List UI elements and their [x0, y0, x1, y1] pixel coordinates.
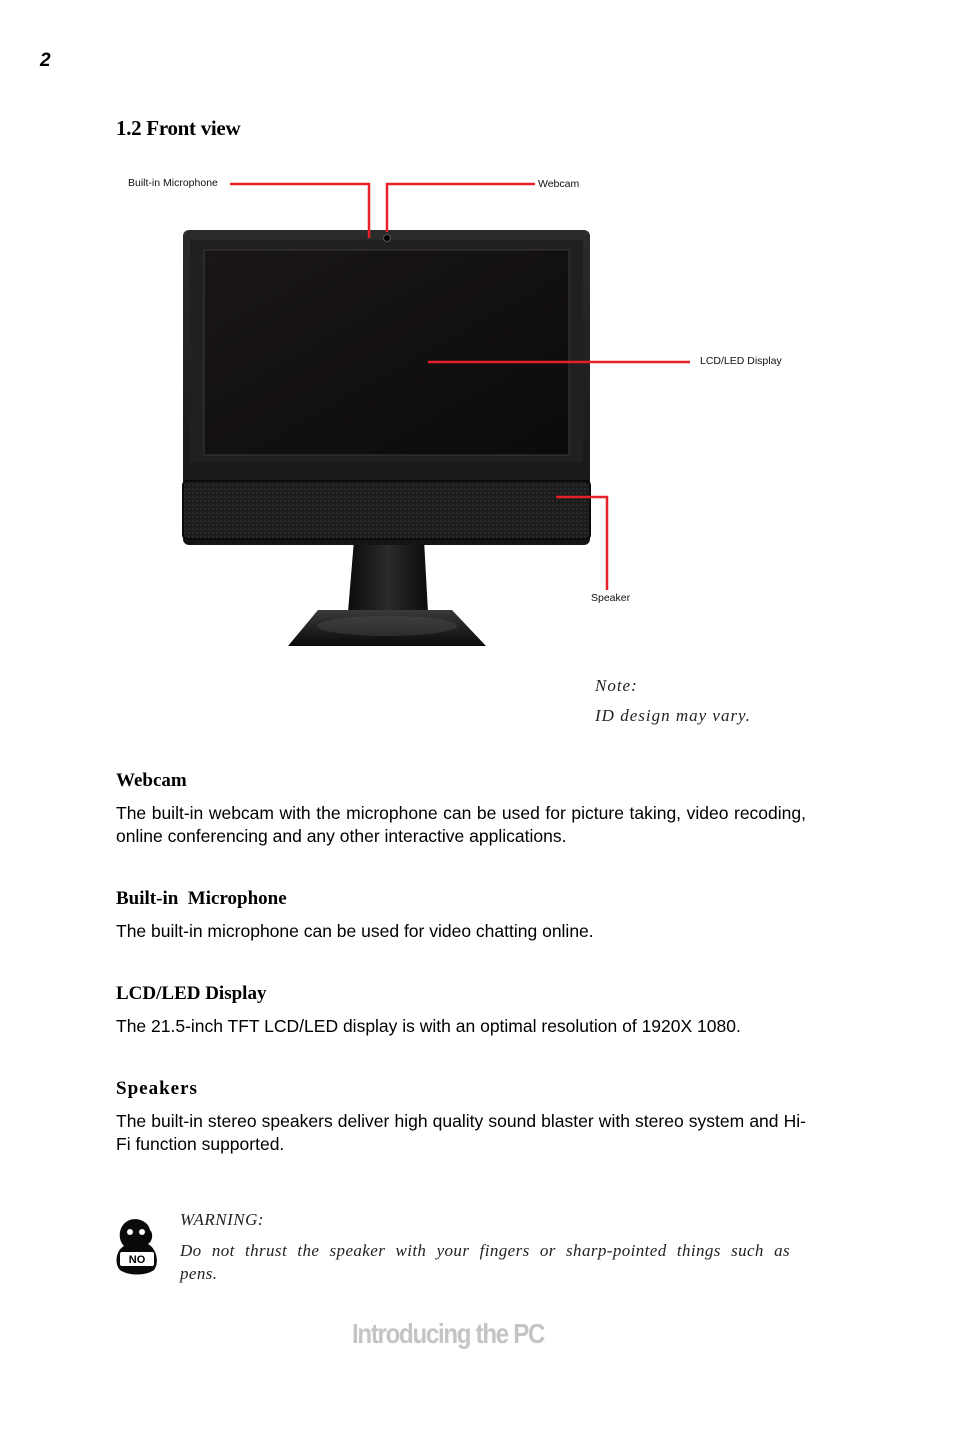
note-label: Note:	[595, 676, 638, 695]
display-panel	[203, 249, 570, 456]
speaker-grille	[183, 481, 590, 539]
warning-no-icon: NO	[112, 1218, 162, 1276]
callout-webcam: Webcam	[538, 178, 580, 190]
heading-display: LCD/LED Display	[116, 983, 267, 1004]
svg-text:NO: NO	[129, 1254, 146, 1266]
callout-microphone: Built-in Microphone	[128, 177, 218, 189]
callout-display: LCD/LED Display	[700, 355, 782, 367]
stand-neck	[348, 540, 428, 612]
body-webcam: The built-in webcam with the microphone …	[116, 803, 806, 846]
page-number: 2	[40, 50, 51, 71]
callout-speaker: Speaker	[591, 592, 631, 604]
stand-base	[288, 610, 486, 646]
footer-chapter-title: Introducing the PC	[352, 1318, 545, 1349]
body-microphone: The built-in microphone can be used for …	[116, 921, 594, 941]
warning-text: Do not thrust the speaker with your fing…	[180, 1241, 790, 1283]
heading-webcam: Webcam	[116, 770, 187, 791]
section-title: 1.2 Front view	[116, 116, 241, 140]
warning-label: WARNING:	[180, 1210, 265, 1229]
heading-speakers: Speakers	[116, 1078, 198, 1099]
heading-microphone: Built-in Microphone	[116, 888, 287, 909]
body-speakers: The built-in stereo speakers deliver hig…	[116, 1111, 806, 1154]
webcam-lens	[383, 234, 391, 242]
body-display: The 21.5-inch TFT LCD/LED display is wit…	[116, 1016, 741, 1036]
note-text: ID design may vary.	[595, 706, 751, 725]
callout-lines	[230, 182, 690, 590]
front-view-figure	[182, 182, 690, 646]
